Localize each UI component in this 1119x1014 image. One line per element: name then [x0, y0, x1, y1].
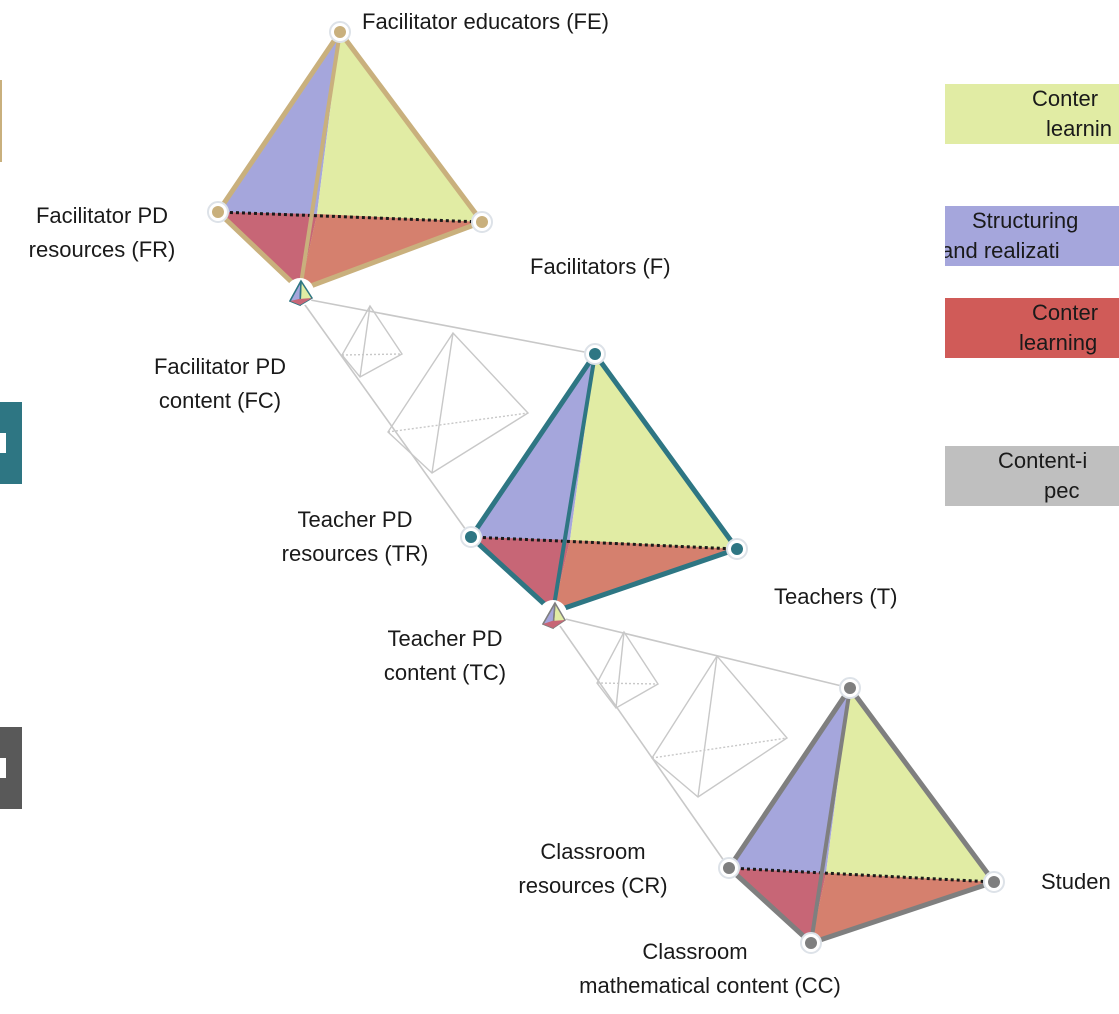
tetrahedron-facilitator-educators: [207, 21, 493, 293]
legend-text: Conter: [1032, 86, 1099, 111]
face-content-pedagogy: [218, 212, 317, 290]
connector-tc-to-t: [552, 615, 851, 869]
vertex-cr: [718, 857, 740, 879]
legend-text: Structuring: [972, 208, 1079, 233]
vertex-fe: [329, 21, 351, 43]
legend-text: and realizati: [945, 238, 1060, 263]
legend-text: Conter: [1032, 300, 1099, 325]
vertex-cc: [800, 932, 822, 954]
edge-tab-facilitators-mark: [0, 433, 6, 453]
label-line: Facilitator PD: [35, 203, 169, 228]
legend-content-pedagogy: Conter learning: [945, 298, 1119, 358]
label-line: content (TC): [383, 660, 507, 685]
face-content-pedagogy: [471, 537, 570, 612]
edge-tab-facilitators: [0, 402, 22, 484]
face-content-pedagogy: [729, 868, 826, 943]
legend-text: learning: [1019, 330, 1098, 355]
vertex-f: [584, 343, 606, 365]
vertex-fr: [207, 201, 229, 223]
legend-text: learnin: [1046, 116, 1113, 141]
legend-structuring: Structuring and realizati: [945, 206, 1119, 266]
legend-text: Content-i: [998, 448, 1088, 473]
label-students: Studen: [1041, 869, 1111, 894]
label-classroom-mathematical-content: Classroom mathematical content (CC): [535, 935, 885, 1003]
label-line: mathematical content (CC): [579, 973, 841, 998]
vertex-t: [839, 677, 861, 699]
vertex-s: [983, 871, 1005, 893]
vertex-tr: [460, 526, 482, 548]
label-teacher-pd-resources: Teacher PD resources (TR): [255, 503, 455, 571]
label-teacher-pd-content: Teacher PD content (TC): [345, 622, 545, 690]
tetrahedron-teachers: [718, 677, 1005, 954]
label-facilitator-pd-resources: Facilitator PD resources (FR): [4, 199, 200, 267]
small-ghost-tetrahedron-1: [341, 304, 404, 378]
label-teachers: Teachers (T): [774, 584, 898, 609]
label-line: Classroom: [540, 839, 646, 864]
vertex-t-mid: [726, 538, 748, 560]
large-ghost-tetrahedron-2: [651, 654, 789, 798]
legend-content-independent: Content-i pec: [945, 446, 1119, 506]
label-classroom-resources: Classroom resources (CR): [493, 835, 693, 903]
label-line: Facilitator PD: [153, 354, 287, 379]
legend-text: pec: [1044, 478, 1080, 503]
label-facilitators: Facilitators (F): [530, 254, 671, 279]
mini-tetrahedron-fc: [286, 278, 314, 307]
label-line: Classroom: [642, 939, 748, 964]
label-line: Teacher PD: [297, 507, 413, 532]
edge-tab-facilitator-educators: [0, 80, 2, 162]
mini-tetrahedron-tc: [539, 600, 567, 630]
edge-tab-teachers: [0, 727, 22, 809]
label-line: resources (FR): [28, 237, 176, 262]
label-line: content (FC): [158, 388, 282, 413]
edge-tab-teachers-mark: [0, 758, 6, 778]
legend-content-learning: Conter learnin: [945, 84, 1119, 144]
tetrahedron-facilitators: [460, 343, 748, 615]
small-ghost-tetrahedron-2: [596, 630, 659, 709]
connector-fc-to-f: [299, 297, 596, 538]
label-line: Teacher PD: [387, 626, 503, 651]
large-ghost-tetrahedron-1: [387, 331, 530, 474]
label-line: resources (TR): [281, 541, 429, 566]
label-facilitator-educators: Facilitator educators (FE): [362, 9, 609, 34]
label-line: resources (CR): [518, 873, 668, 898]
label-facilitator-pd-content: Facilitator PD content (FC): [120, 350, 320, 418]
vertex-f-top: [471, 211, 493, 233]
